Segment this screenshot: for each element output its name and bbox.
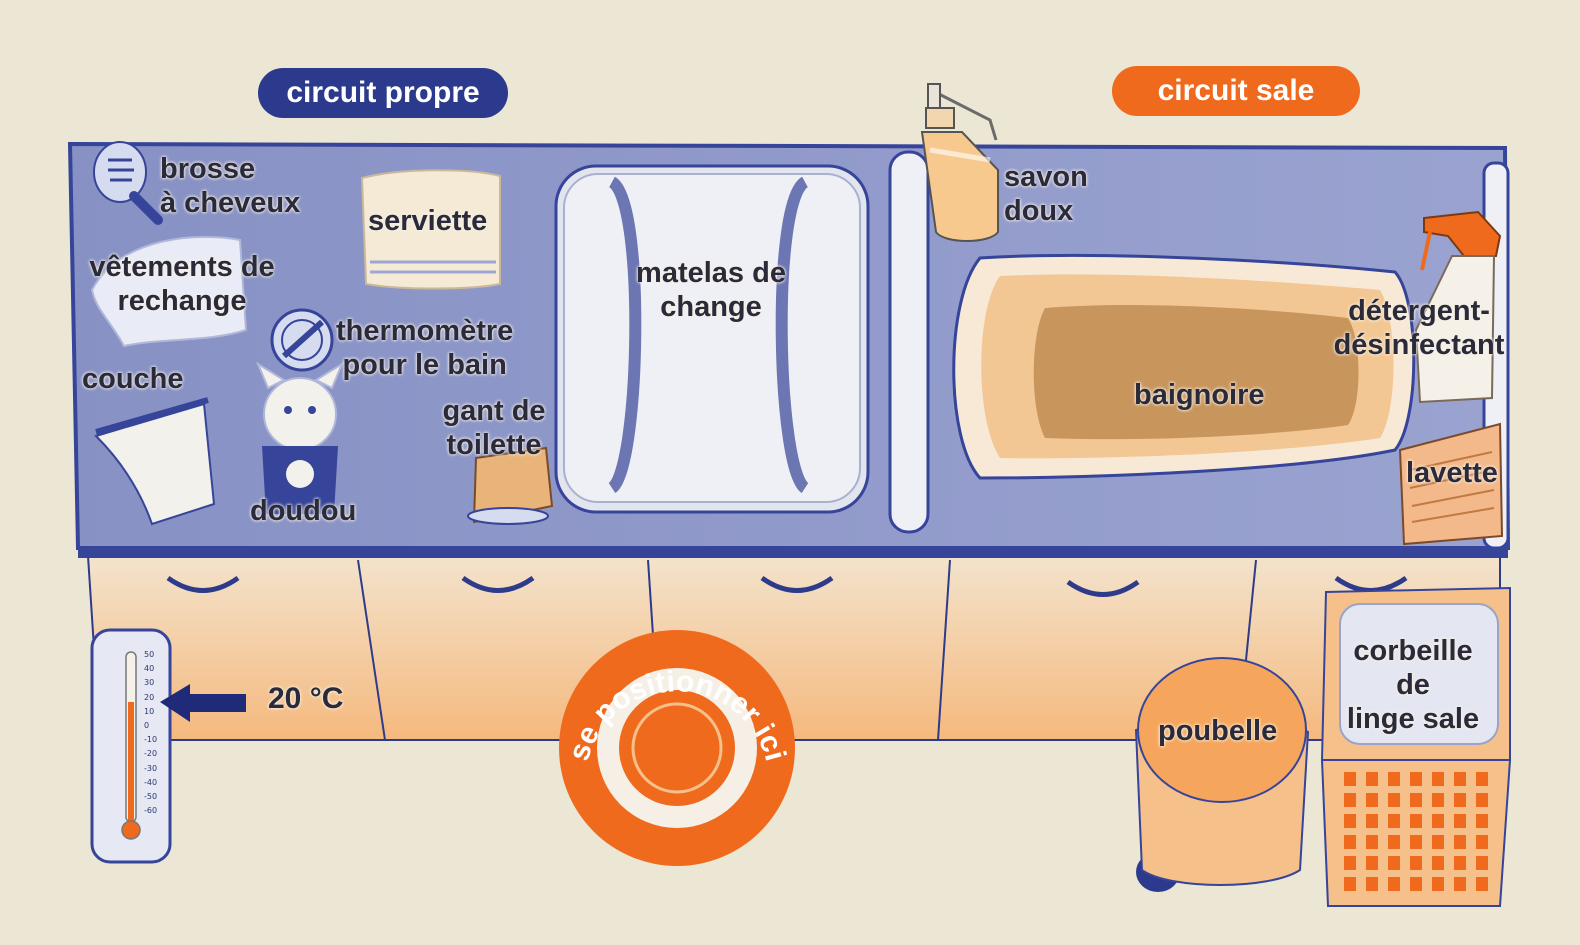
thermometer-tick-label: 30 <box>144 678 155 688</box>
basket-hole <box>1366 793 1378 807</box>
basket-hole <box>1454 877 1466 891</box>
basket-hole <box>1454 835 1466 849</box>
thermometer-tick-label: 40 <box>144 664 155 674</box>
basket-hole <box>1410 877 1422 891</box>
basket-hole <box>1454 814 1466 828</box>
teddy-label: doudou <box>250 495 357 527</box>
cloth-label: lavette <box>1406 457 1498 489</box>
basket-hole <box>1454 772 1466 786</box>
basket-hole <box>1388 814 1400 828</box>
cloth-icon <box>1398 422 1504 546</box>
basket-hole <box>1476 835 1488 849</box>
glove-label: gant de toilette <box>442 395 546 461</box>
basket-hole <box>1388 835 1400 849</box>
thermometer-tick-label: -40 <box>144 777 158 787</box>
clothes-icon <box>90 235 248 348</box>
basket-hole <box>1476 877 1488 891</box>
thermometer-tick-label: 0 <box>144 721 150 730</box>
basket-hole <box>1476 814 1488 828</box>
detergent-label: détergent- désinfectant <box>1333 295 1505 361</box>
basket-hole <box>1454 856 1466 870</box>
basket-hole <box>1366 835 1378 849</box>
basket-hole <box>1344 772 1356 786</box>
basket-hole <box>1344 814 1356 828</box>
hairbrush-icon <box>93 141 163 225</box>
basket-hole <box>1366 856 1378 870</box>
clothes-label: vêtements de rechange <box>89 251 275 317</box>
dirty-circuit-badge: circuit sale <box>1112 66 1360 116</box>
soap-label: savon doux <box>1004 161 1088 227</box>
clean-circuit-badge: circuit propre <box>258 68 508 118</box>
basket-hole <box>1432 793 1444 807</box>
thermometer-tick-label: 10 <box>144 706 155 716</box>
thermometer-tick-label: -60 <box>144 806 158 816</box>
basket-hole <box>1410 814 1422 828</box>
trash-can-icon <box>1134 657 1310 892</box>
basket-hole <box>1476 856 1488 870</box>
basket-hole <box>1344 835 1356 849</box>
diaper-icon <box>94 397 216 526</box>
bath-thermometer-label: thermomètre pour le bain <box>336 315 514 381</box>
basket-hole <box>1410 835 1422 849</box>
basket-hole <box>1476 772 1488 786</box>
laundry-basket-icon <box>1320 586 1512 907</box>
soap-dispenser-icon <box>920 83 999 242</box>
diaper-label: couche <box>82 363 184 395</box>
basket-hole <box>1344 856 1356 870</box>
towel-icon <box>360 169 501 290</box>
basket-hole <box>1366 877 1378 891</box>
towel-label: serviette <box>368 205 488 237</box>
room-temperature-label: 20 °C <box>268 682 344 715</box>
basket-hole <box>1454 793 1466 807</box>
thermometer-tick-label: -30 <box>144 763 158 773</box>
position-marker: se positionner ici <box>559 630 795 866</box>
basket-hole <box>1366 772 1378 786</box>
basket-hole <box>1432 835 1444 849</box>
basket-hole <box>1344 793 1356 807</box>
thermometer-tick-label: -50 <box>144 792 158 801</box>
basket-hole <box>1410 793 1422 807</box>
basket-hole <box>1432 877 1444 891</box>
hairbrush-label: brosse à cheveux <box>160 153 301 219</box>
bath-thermometer-icon <box>270 308 334 372</box>
thermometer-tick-label: 20 <box>144 692 155 702</box>
basket-hole <box>1410 856 1422 870</box>
arrow-left-icon <box>160 684 246 722</box>
basket-hole <box>1388 793 1400 807</box>
basket-hole <box>1388 772 1400 786</box>
basket-hole <box>1388 856 1400 870</box>
teddy-icon <box>255 361 345 514</box>
thermometer-tick-label: -10 <box>144 735 158 745</box>
basket-hole <box>1432 814 1444 828</box>
thermometer-tick-label: -20 <box>144 749 158 759</box>
thermometer-tick-label: 50 <box>144 650 155 659</box>
laundry-label: corbeille de linge sale <box>1346 635 1480 735</box>
basket-hole <box>1432 856 1444 870</box>
wall-thermometer-icon <box>90 628 172 864</box>
basket-hole <box>1344 877 1356 891</box>
changing-mat-label: matelas de change <box>636 257 786 323</box>
basket-hole <box>1388 877 1400 891</box>
bathtub-label: baignoire <box>1134 379 1265 411</box>
basket-hole <box>1476 793 1488 807</box>
spray-bottle-icon <box>1414 210 1502 404</box>
basket-hole <box>1410 772 1422 786</box>
bathtub <box>952 253 1416 480</box>
washcloth-glove-icon <box>467 446 554 525</box>
divider-rail <box>888 150 930 534</box>
basket-hole <box>1366 814 1378 828</box>
basket-hole <box>1432 772 1444 786</box>
changing-mat <box>554 164 870 514</box>
trash-label: poubelle <box>1158 715 1278 747</box>
